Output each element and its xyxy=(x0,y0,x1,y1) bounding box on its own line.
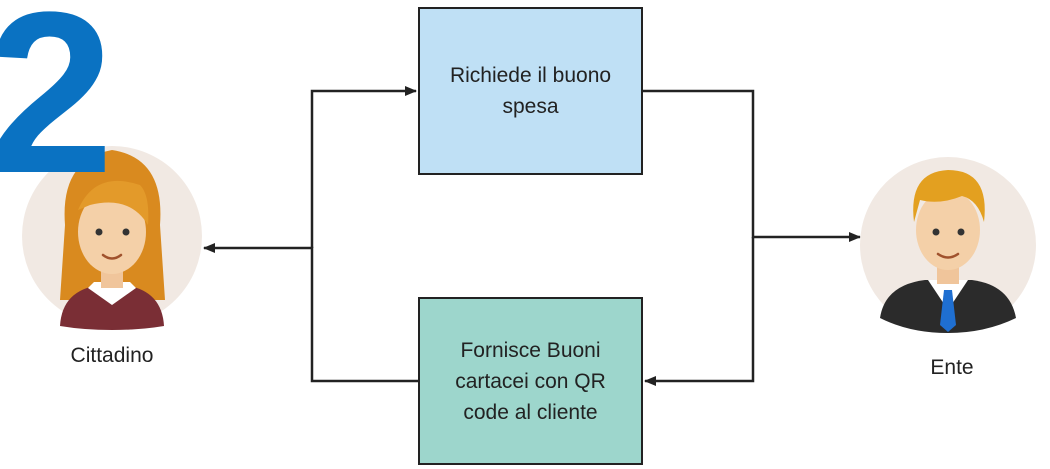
request-voucher-node: Richiede il buono spesa xyxy=(418,7,643,175)
provide-vouchers-node: Fornisce Buoni cartacei con QR code al c… xyxy=(418,297,643,465)
connector-citizen-to-request xyxy=(310,86,417,248)
entity-label: Ente xyxy=(930,356,974,379)
woman-avatar-icon xyxy=(22,146,202,330)
citizen-label: Cittadino xyxy=(70,344,154,367)
connector-provide-to-citizen xyxy=(203,243,418,383)
man-avatar-icon xyxy=(860,157,1036,333)
connector-request-to-entity xyxy=(643,89,861,242)
step-number: 2 xyxy=(0,0,114,221)
connector-entity-to-provide xyxy=(644,237,755,386)
